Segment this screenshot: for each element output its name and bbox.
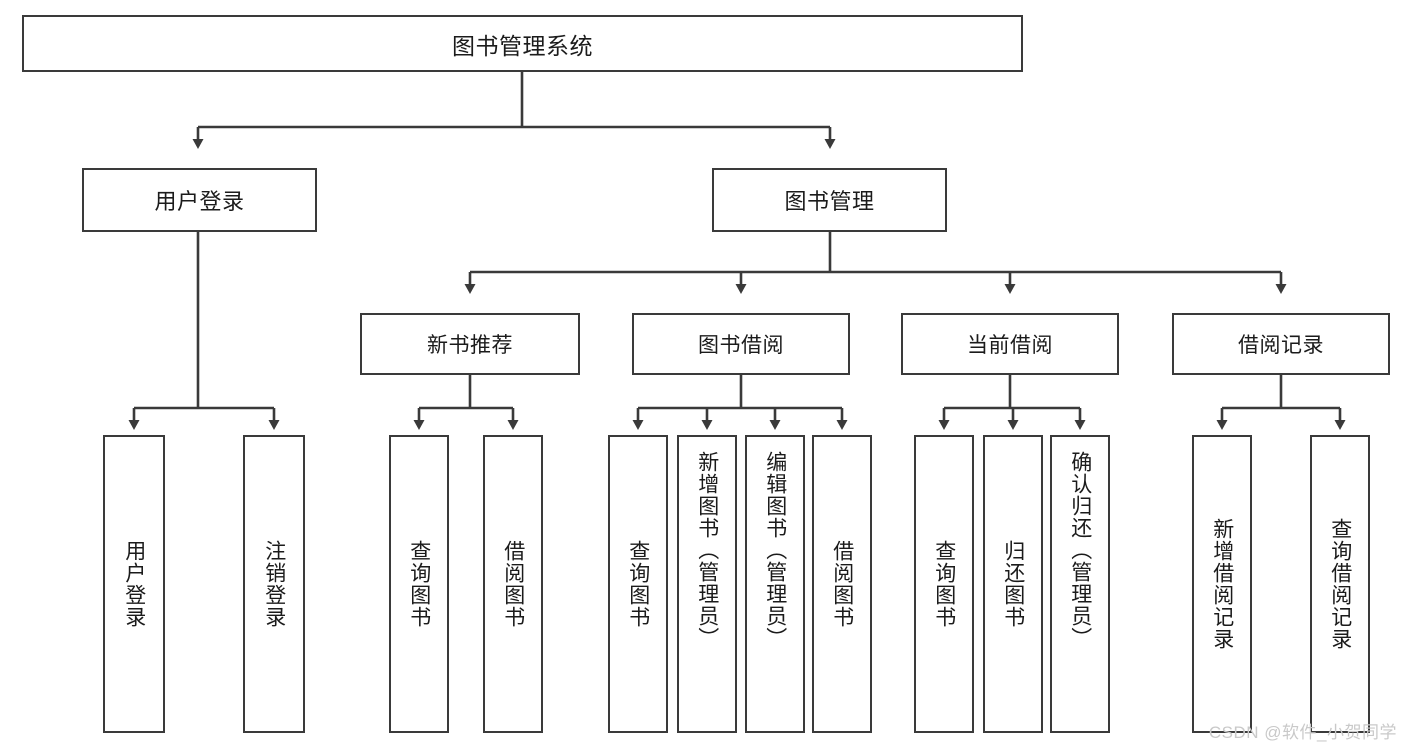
leaf-borrow-add-book[interactable]: 新增图书（管理员）: [677, 435, 737, 733]
node-book-borrow[interactable]: 图书借阅: [632, 313, 850, 375]
leaf-current-confirm-return[interactable]: 确认归还（管理员）: [1050, 435, 1110, 733]
leaf-record-query-record[interactable]: 查询借阅记录: [1310, 435, 1370, 733]
node-book-management-label: 图书管理: [784, 189, 875, 214]
node-current-borrow[interactable]: 当前借阅: [901, 313, 1119, 375]
leaf-newbook-borrow-book-label: 借阅图书: [501, 540, 525, 628]
leaf-record-add-record-label: 新增借阅记录: [1210, 518, 1234, 650]
leaf-borrow-borrow-book[interactable]: 借阅图书: [812, 435, 872, 733]
leaf-current-query-book[interactable]: 查询图书: [914, 435, 974, 733]
node-book-borrow-label: 图书借阅: [698, 334, 784, 357]
leaf-user-login-label: 用户登录: [122, 540, 146, 628]
leaf-current-return-book-label: 归还图书: [1001, 540, 1025, 628]
node-user-login[interactable]: 用户登录: [82, 168, 317, 232]
node-new-book-recommend-label: 新书推荐: [427, 334, 513, 357]
csdn-watermark: CSDN @软件_小贺同学: [1208, 723, 1397, 742]
leaf-record-add-record[interactable]: 新增借阅记录: [1192, 435, 1252, 733]
leaf-borrow-query-book-label: 查询图书: [626, 540, 650, 628]
node-borrow-record[interactable]: 借阅记录: [1172, 313, 1390, 375]
node-new-book-recommend[interactable]: 新书推荐: [360, 313, 580, 375]
node-root-label: 图书管理系统: [452, 32, 593, 59]
leaf-user-login[interactable]: 用户登录: [103, 435, 165, 733]
leaf-newbook-borrow-book[interactable]: 借阅图书: [483, 435, 543, 733]
leaf-current-query-book-label: 查询图书: [932, 540, 956, 628]
node-current-borrow-label: 当前借阅: [967, 334, 1053, 357]
leaf-borrow-edit-book[interactable]: 编辑图书（管理员）: [745, 435, 805, 733]
leaf-newbook-query-book-label: 查询图书: [407, 540, 431, 628]
leaf-logout-login[interactable]: 注销登录: [243, 435, 305, 733]
leaf-record-query-record-label: 查询借阅记录: [1328, 518, 1352, 650]
node-root[interactable]: 图书管理系统: [22, 15, 1023, 72]
leaf-newbook-query-book[interactable]: 查询图书: [389, 435, 449, 733]
node-borrow-record-label: 借阅记录: [1238, 334, 1324, 357]
leaf-current-return-book[interactable]: 归还图书: [983, 435, 1043, 733]
leaf-borrow-add-book-label: 新增图书（管理员）: [695, 451, 719, 649]
leaf-borrow-query-book[interactable]: 查询图书: [608, 435, 668, 733]
leaf-logout-login-label: 注销登录: [262, 540, 286, 628]
node-user-login-label: 用户登录: [154, 189, 245, 214]
leaf-borrow-edit-book-label: 编辑图书（管理员）: [763, 451, 787, 649]
node-book-management[interactable]: 图书管理: [712, 168, 947, 232]
leaf-borrow-borrow-book-label: 借阅图书: [830, 540, 854, 628]
leaf-current-confirm-return-label: 确认归还（管理员）: [1068, 451, 1092, 649]
